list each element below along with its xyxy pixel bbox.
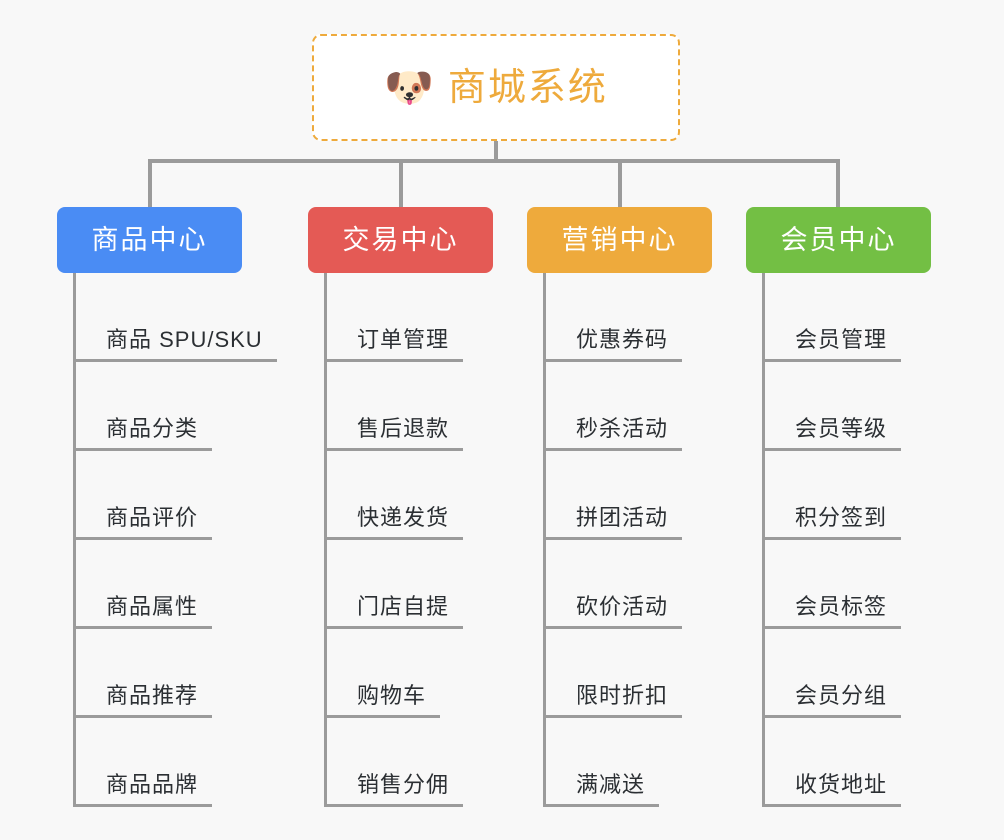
list-item[interactable]: 售后退款 <box>327 362 493 451</box>
branch-items-1: 商品 SPU/SKU 商品分类 商品评价 商品属性 商品推荐 商品品牌 <box>73 273 277 807</box>
connector-drop-4 <box>836 159 840 209</box>
list-item[interactable]: 会员分组 <box>765 629 931 718</box>
list-item[interactable]: 销售分佣 <box>327 718 493 807</box>
branch-column-3: 营销中心 优惠券码 秒杀活动 拼团活动 砍价活动 限时折扣 满减送 <box>527 207 712 807</box>
list-item-label: 商品品牌 <box>106 771 199 797</box>
list-item[interactable]: 秒杀活动 <box>546 362 712 451</box>
list-item[interactable]: 会员等级 <box>765 362 931 451</box>
list-item[interactable]: 拼团活动 <box>546 451 712 540</box>
list-item[interactable]: 满减送 <box>546 718 712 807</box>
list-item[interactable]: 购物车 <box>327 629 493 718</box>
category-header-3-label: 营销中心 <box>561 224 678 255</box>
branch-items-3: 优惠券码 秒杀活动 拼团活动 砍价活动 限时折扣 满减送 <box>543 273 712 807</box>
list-item[interactable]: 商品分类 <box>76 362 242 451</box>
list-item-label: 门店自提 <box>357 593 450 619</box>
list-item-label: 会员分组 <box>795 682 888 708</box>
list-item[interactable]: 商品推荐 <box>76 629 242 718</box>
list-item-label: 优惠券码 <box>576 326 669 352</box>
list-item[interactable]: 会员标签 <box>765 540 931 629</box>
list-item[interactable]: 限时折扣 <box>546 629 712 718</box>
list-item[interactable]: 商品 SPU/SKU <box>76 273 277 362</box>
list-item-label: 购物车 <box>357 682 427 708</box>
branch-column-4: 会员中心 会员管理 会员等级 积分签到 会员标签 会员分组 收货地址 <box>746 207 931 807</box>
list-item[interactable]: 收货地址 <box>765 718 931 807</box>
connector-drop-3 <box>618 159 622 209</box>
category-header-2[interactable]: 交易中心 <box>308 207 493 273</box>
branch-items-4: 会员管理 会员等级 积分签到 会员标签 会员分组 收货地址 <box>762 273 931 807</box>
list-item[interactable]: 商品属性 <box>76 540 242 629</box>
list-item-label: 商品 SPU/SKU <box>106 326 263 352</box>
connector-root-stem <box>494 141 498 162</box>
list-item-label: 售后退款 <box>357 415 450 441</box>
list-item-label: 快递发货 <box>357 504 450 530</box>
list-item[interactable]: 快递发货 <box>327 451 493 540</box>
branch-column-1: 商品中心 商品 SPU/SKU 商品分类 商品评价 商品属性 商品推荐 商品品牌 <box>57 207 277 807</box>
list-item[interactable]: 砍价活动 <box>546 540 712 629</box>
list-item-label: 订单管理 <box>357 326 450 352</box>
list-item-label: 商品属性 <box>106 593 199 619</box>
list-item-label: 积分签到 <box>795 504 888 530</box>
shiba-dog-face-icon: 🐶 <box>384 64 434 111</box>
list-item[interactable]: 商品评价 <box>76 451 242 540</box>
list-item-label: 商品分类 <box>106 415 199 441</box>
list-item-label: 砍价活动 <box>576 593 669 619</box>
list-item-label: 销售分佣 <box>357 771 450 797</box>
list-item-label: 会员管理 <box>795 326 888 352</box>
list-item-label: 限时折扣 <box>576 682 669 708</box>
list-item[interactable]: 会员管理 <box>765 273 931 362</box>
root-node-label: 商城系统 <box>447 66 608 109</box>
list-item[interactable]: 订单管理 <box>327 273 493 362</box>
category-header-1[interactable]: 商品中心 <box>57 207 242 273</box>
list-item-label: 拼团活动 <box>576 504 669 530</box>
list-item[interactable]: 商品品牌 <box>76 718 242 807</box>
category-header-4[interactable]: 会员中心 <box>746 207 931 273</box>
list-item-label: 会员标签 <box>795 593 888 619</box>
list-item-label: 商品推荐 <box>106 682 199 708</box>
branch-column-2: 交易中心 订单管理 售后退款 快递发货 门店自提 购物车 销售分佣 <box>308 207 493 807</box>
list-item[interactable]: 积分签到 <box>765 451 931 540</box>
root-node-mall-system[interactable]: 🐶 商城系统 <box>312 34 680 141</box>
list-item-label: 秒杀活动 <box>576 415 669 441</box>
list-item-label: 商品评价 <box>106 504 199 530</box>
list-item[interactable]: 优惠券码 <box>546 273 712 362</box>
connector-drop-1 <box>148 159 152 209</box>
list-item-label: 收货地址 <box>795 771 888 797</box>
branch-items-2: 订单管理 售后退款 快递发货 门店自提 购物车 销售分佣 <box>324 273 493 807</box>
category-header-1-label: 商品中心 <box>91 224 208 255</box>
category-header-4-label: 会员中心 <box>780 224 897 255</box>
category-header-2-label: 交易中心 <box>342 224 459 255</box>
list-item-label: 满减送 <box>576 771 646 797</box>
category-header-3[interactable]: 营销中心 <box>527 207 712 273</box>
connector-drop-2 <box>399 159 403 209</box>
connector-horizontal-bus <box>148 159 840 163</box>
list-item-label: 会员等级 <box>795 415 888 441</box>
list-item[interactable]: 门店自提 <box>327 540 493 629</box>
